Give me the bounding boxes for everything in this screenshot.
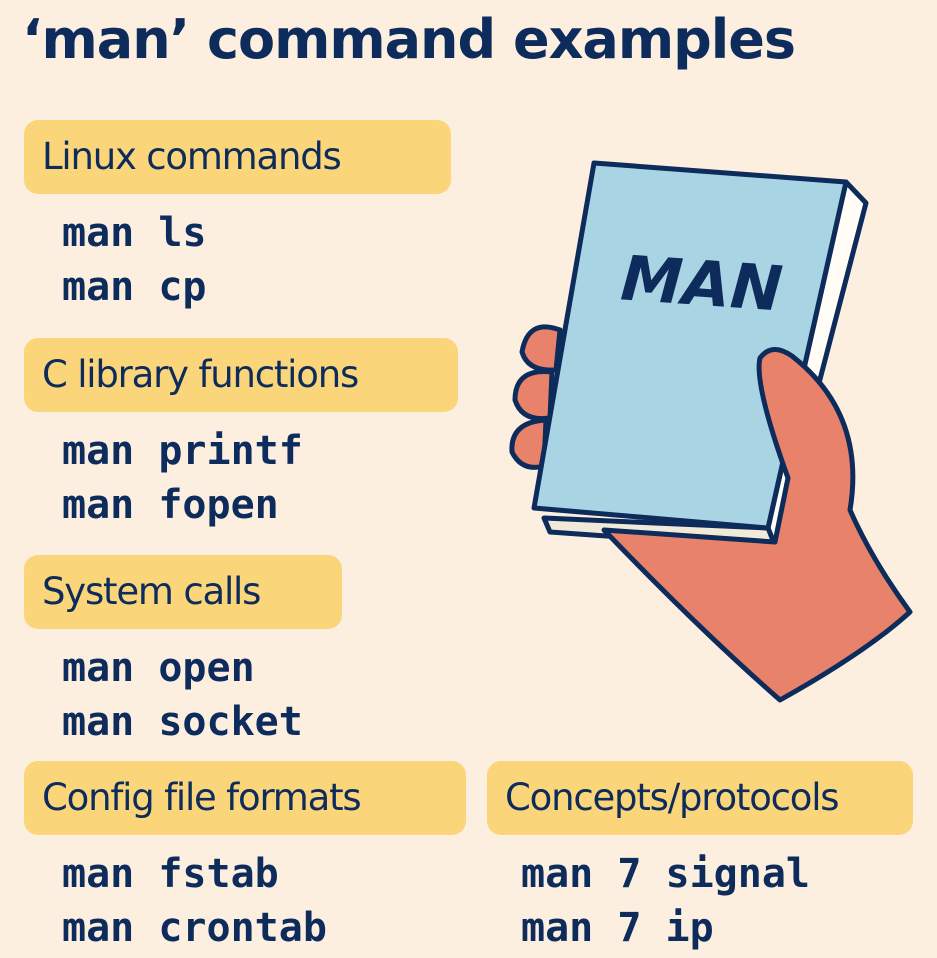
section-heading: Linux commands bbox=[24, 120, 451, 194]
command-example: man 7 signal bbox=[521, 851, 810, 897]
command-example: man ls bbox=[62, 210, 207, 256]
section-concepts-protocols: Concepts/protocols man 7 signal man 7 ip bbox=[487, 761, 913, 955]
command-list: man fstab man crontab bbox=[24, 847, 466, 955]
section-heading: Config file formats bbox=[24, 761, 466, 835]
section-c-library-functions: C library functions man printf man fopen bbox=[24, 338, 458, 532]
section-heading: C library functions bbox=[24, 338, 458, 412]
section-system-calls: System calls man open man socket bbox=[24, 555, 342, 749]
finger-shape bbox=[512, 369, 555, 422]
command-example: man socket bbox=[62, 699, 303, 745]
section-linux-commands: Linux commands man ls man cp bbox=[24, 120, 451, 314]
command-example: man 7 ip bbox=[521, 905, 714, 951]
section-config-file-formats: Config file formats man fstab man cronta… bbox=[24, 761, 466, 955]
command-list: man open man socket bbox=[24, 641, 342, 749]
book-cover bbox=[531, 160, 849, 531]
section-heading: System calls bbox=[24, 555, 342, 629]
command-example: man open bbox=[62, 645, 255, 691]
command-example: man fopen bbox=[62, 482, 279, 528]
section-heading: Concepts/protocols bbox=[487, 761, 913, 835]
command-example: man cp bbox=[62, 264, 207, 310]
command-list: man 7 signal man 7 ip bbox=[487, 847, 913, 955]
command-example: man fstab bbox=[62, 851, 279, 897]
command-list: man printf man fopen bbox=[24, 424, 458, 532]
finger-shape bbox=[519, 324, 563, 373]
command-example: man crontab bbox=[62, 905, 327, 951]
hand-shape bbox=[601, 347, 913, 703]
book-title: MAN bbox=[619, 241, 785, 325]
command-example: man printf bbox=[62, 428, 303, 474]
hand-holding-book-illustration: MAN bbox=[509, 160, 913, 703]
finger-shape bbox=[509, 417, 549, 470]
page-title: ‘man’ command examples bbox=[22, 8, 796, 71]
command-list: man ls man cp bbox=[24, 206, 451, 314]
